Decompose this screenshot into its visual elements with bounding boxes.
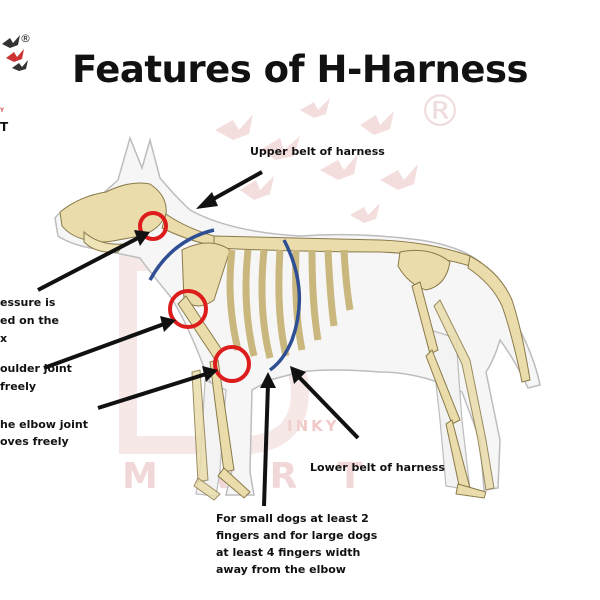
neck-joint-circle (138, 211, 168, 241)
elbow-label-line1: he elbow joint (0, 418, 88, 431)
joint-circles (138, 211, 251, 383)
page-title: Features of H-Harness (72, 48, 529, 91)
neck-pressure-arrow (37, 230, 150, 292)
upper-belt-arrow (196, 170, 263, 209)
shoulder-arrow (43, 316, 176, 370)
pointer-arrows (37, 170, 360, 507)
pressure-label-line2: ed on the (0, 314, 59, 327)
elbow-joint-circle (213, 345, 251, 383)
brand-registered-mark: ® (20, 32, 31, 45)
elbow-label-line2: oves freely (0, 435, 69, 448)
brand-text: T (0, 120, 9, 134)
lower-belt-arrow (290, 366, 360, 440)
elbow-arrow (97, 366, 218, 410)
pressure-label-line1: essure is (0, 296, 56, 309)
upper-belt-line (148, 228, 215, 281)
upper-belt-label: Upper belt of harness (250, 145, 385, 158)
fingers-width-label: For small dogs at least 2 fingers and fo… (216, 512, 378, 576)
rib-cage (226, 249, 354, 359)
shoulder-label-line2: freely (0, 380, 37, 393)
watermark-registered-mark: ® (418, 86, 462, 137)
shoulder-label-line1: oulder joint (0, 362, 72, 375)
brand-small-text: Y (0, 108, 5, 114)
watermark-birds (215, 98, 418, 223)
lower-belt-label: Lower belt of harness (310, 461, 445, 474)
shoulder-joint-circle (168, 289, 208, 329)
pressure-label-line3: x (0, 332, 8, 345)
harness-belts (148, 228, 302, 372)
brand-logo-birds (2, 35, 28, 71)
lower-belt-line (268, 239, 302, 372)
elbow-distance-arrow (260, 372, 276, 507)
